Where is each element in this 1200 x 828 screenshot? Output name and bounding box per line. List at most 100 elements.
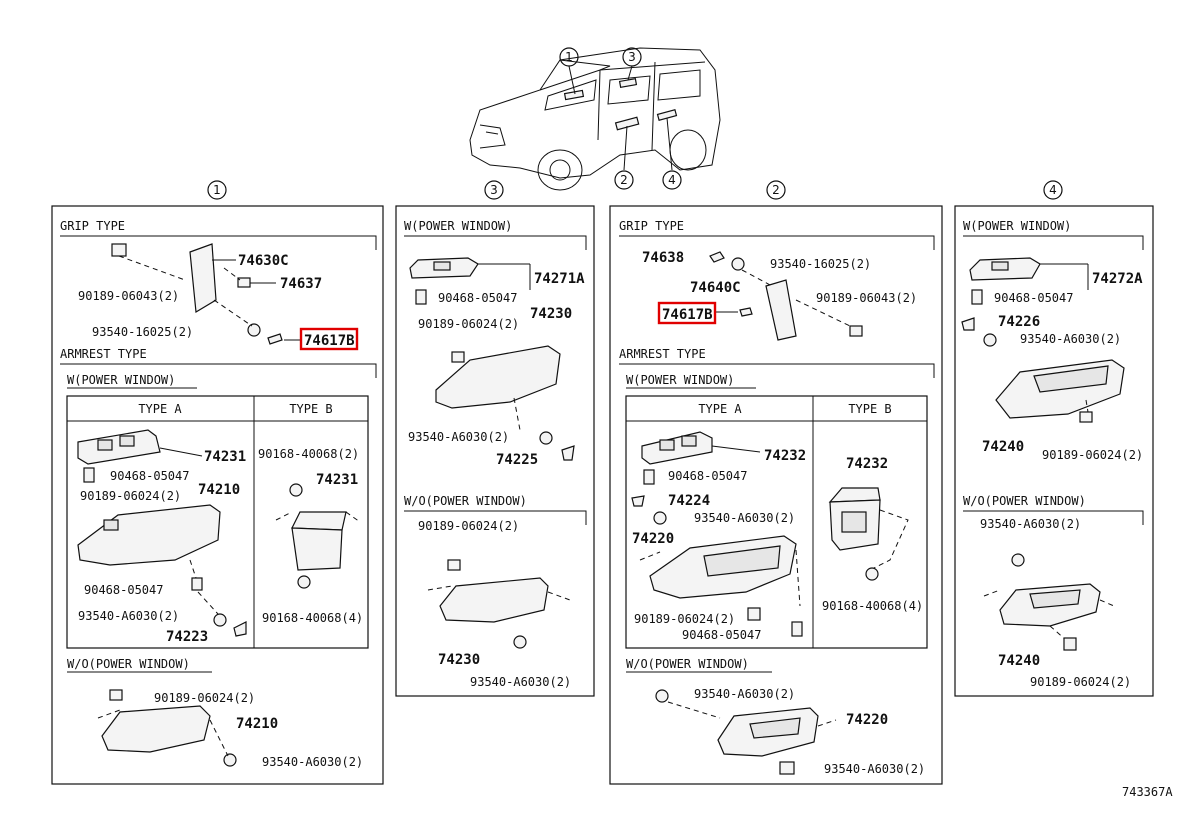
screw-icon — [223, 753, 237, 767]
panel-4-wo-power: W/O(POWER WINDOW) — [963, 494, 1086, 508]
panel-1-armrest-type: ARMREST TYPE — [60, 347, 147, 361]
part-number-label: 90189-06024(2) — [1030, 675, 1131, 689]
part-number-label: 90189-06024(2) — [80, 489, 181, 503]
clip-icon — [447, 559, 461, 571]
panel-2: 2 GRIP TYPE 74638 93540-16025(2) 74640C … — [609, 180, 943, 785]
highlight-box — [657, 301, 717, 325]
part-number-label: 74226 — [998, 314, 1040, 330]
clip-icon — [747, 607, 761, 621]
part-number-label: 90468-05047 — [438, 291, 517, 305]
panel-4-w-power: W(POWER WINDOW) — [963, 219, 1071, 233]
clip-icon — [451, 351, 465, 363]
clip-icon — [791, 621, 803, 637]
part-number-label: 74231 — [204, 449, 246, 465]
clip-icon — [1063, 637, 1077, 651]
clip-icon — [971, 289, 983, 305]
car-callout-2: 2 — [620, 173, 628, 187]
part-number-label: 93540-A6030(2) — [78, 609, 179, 623]
panel-4-callout: 4 — [1049, 183, 1057, 197]
panel-1-frame — [51, 205, 384, 785]
screw-icon — [653, 511, 667, 525]
screw-icon — [289, 483, 303, 497]
screw-icon — [539, 431, 553, 445]
clip-icon — [111, 243, 127, 257]
part-number-label: 74230 — [530, 306, 572, 322]
panel-3: 3 W(POWER WINDOW) 74271A 90468-05047 901… — [395, 180, 595, 697]
figure-id: 743367A — [1122, 785, 1173, 799]
panel-4-frame — [954, 205, 1154, 697]
part-number-label: 90168-40068(4) — [262, 611, 363, 625]
part-number-label: 90189-06024(2) — [418, 317, 519, 331]
type-b-header: TYPE B — [289, 402, 332, 416]
part-number-label: 74220 — [846, 712, 888, 728]
armrest-icon — [439, 577, 549, 623]
part-number-label: 90468-05047 — [682, 628, 761, 642]
grip-handle-icon — [189, 243, 217, 314]
screw-icon — [213, 613, 227, 627]
panel-1-callout: 1 — [213, 183, 221, 197]
switch-panel-icon — [641, 431, 713, 465]
part-number-label: 74640C — [690, 280, 741, 296]
car-callout-1: 1 — [565, 50, 573, 64]
panel-4: 4 W(POWER WINDOW) 74272A 90468-05047 742… — [954, 180, 1154, 697]
grip-handle-icon — [765, 279, 797, 341]
part-number-label: 93540-16025(2) — [92, 325, 193, 339]
part-number-label: 74630C — [238, 253, 289, 269]
panel-2-armrest-type: ARMREST TYPE — [619, 347, 706, 361]
part-number-label: 93540-A6030(2) — [1020, 332, 1121, 346]
part-number-label: 93540-A6030(2) — [694, 687, 795, 701]
clip-icon — [109, 689, 123, 701]
type-table-frame — [625, 395, 928, 649]
type-a-header: TYPE A — [138, 402, 182, 416]
part-number-label: 93540-A6030(2) — [470, 675, 571, 689]
panel-1-grip-type: GRIP TYPE — [60, 219, 125, 233]
cap-icon — [739, 307, 753, 317]
part-number-label: 90468-05047 — [994, 291, 1073, 305]
panel-2-wo-power: W/O(POWER WINDOW) — [626, 657, 749, 671]
type-table-frame — [66, 395, 369, 649]
part-number-label: 74240 — [982, 439, 1024, 455]
clip-icon — [191, 577, 203, 591]
part-number-label: 93540-A6030(2) — [408, 430, 509, 444]
cap-icon — [561, 445, 575, 461]
part-number-label: 74224 — [668, 493, 710, 509]
part-number-label: 74232 — [846, 456, 888, 472]
screw-icon — [655, 689, 669, 703]
clip-icon — [643, 469, 655, 485]
part-number-label: 90168-40068(2) — [258, 447, 359, 461]
part-number-label: 93540-16025(2) — [770, 257, 871, 271]
part-number-label: 74223 — [166, 629, 208, 645]
cap-icon — [961, 317, 975, 331]
armrest-icon — [77, 504, 221, 566]
type-b-header: TYPE B — [848, 402, 891, 416]
panel-3-wo-power: W/O(POWER WINDOW) — [404, 494, 527, 508]
type-a-header: TYPE A — [698, 402, 742, 416]
armrest-icon — [435, 345, 561, 409]
car-callout-3: 3 — [628, 50, 636, 64]
part-number-label: 74637 — [280, 276, 322, 292]
part-number-label: 74220 — [632, 531, 674, 547]
part-number-label: 90468-05047 — [668, 469, 747, 483]
panel-3-w-power: W(POWER WINDOW) — [404, 219, 512, 233]
part-number-label: 93540-A6030(2) — [694, 511, 795, 525]
panel-2-callout: 2 — [772, 183, 780, 197]
part-number-label: 90189-06043(2) — [78, 289, 179, 303]
part-number-label: 74225 — [496, 452, 538, 468]
screw-icon — [1011, 553, 1025, 567]
clip-icon — [415, 289, 427, 305]
panel-3-callout: 3 — [490, 183, 498, 197]
part-number-label: 90189-06024(2) — [154, 691, 255, 705]
part-number-label: 93540-A6030(2) — [262, 755, 363, 769]
clip-icon — [849, 325, 863, 337]
cap-icon — [267, 333, 283, 345]
part-number-label: 74210 — [198, 482, 240, 498]
part-number-label: 90168-40068(4) — [822, 599, 923, 613]
part-number-label: 74232 — [764, 448, 806, 464]
panel-1-wo-power: W/O(POWER WINDOW) — [67, 657, 190, 671]
highlighted-part-number: 74617B — [304, 333, 355, 349]
switch-bezel-icon — [291, 511, 347, 531]
highlight-box — [299, 327, 359, 351]
panel-1: 1 GRIP TYPE 74630C 74637 90189-06043(2) … — [51, 180, 384, 785]
part-number-label: 90189-06024(2) — [634, 612, 735, 626]
